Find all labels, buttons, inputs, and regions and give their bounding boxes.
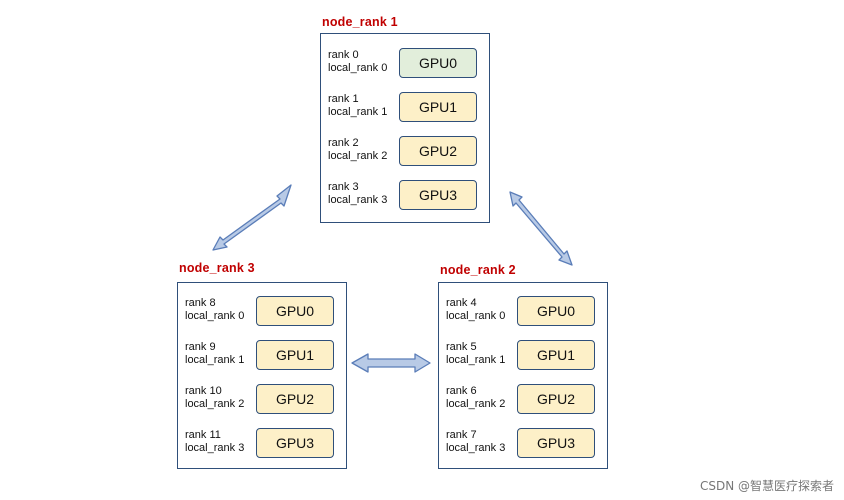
global-rank: rank 9	[185, 341, 216, 353]
arrow-node3-node2	[351, 353, 431, 373]
rank-label: rank 11 local_rank 3	[185, 429, 244, 455]
node-title-2: node_rank 2	[440, 263, 516, 277]
arrow-node1-node2	[509, 191, 573, 266]
gpu-box: GPU3	[256, 428, 334, 458]
rank-label: rank 7 local_rank 3	[446, 429, 505, 455]
local-rank: local_rank 3	[328, 194, 388, 206]
node-box-2: rank 4 local_rank 0 GPU0 rank 5 local_ra…	[438, 282, 608, 469]
rank-label: rank 0 local_rank 0	[328, 49, 387, 75]
local-rank: local_rank 0	[185, 310, 245, 322]
gpu-row: rank 1 local_rank 1 GPU1	[321, 89, 489, 125]
global-rank: rank 1	[328, 93, 359, 105]
global-rank: rank 5	[446, 341, 477, 353]
local-rank: local_rank 0	[328, 62, 388, 74]
gpu-box: GPU3	[517, 428, 595, 458]
rank-label: rank 8 local_rank 0	[185, 297, 244, 323]
local-rank: local_rank 1	[446, 354, 506, 366]
gpu-box: GPU2	[256, 384, 334, 414]
global-rank: rank 6	[446, 385, 477, 397]
rank-label: rank 3 local_rank 3	[328, 181, 387, 207]
gpu-row: rank 0 local_rank 0 GPU0	[321, 45, 489, 81]
gpu-row: rank 4 local_rank 0 GPU0	[439, 293, 607, 329]
rank-label: rank 6 local_rank 2	[446, 385, 505, 411]
gpu-row: rank 8 local_rank 0 GPU0	[178, 293, 346, 329]
local-rank: local_rank 3	[446, 442, 506, 454]
local-rank: local_rank 1	[185, 354, 245, 366]
gpu-row: rank 6 local_rank 2 GPU2	[439, 381, 607, 417]
rank-label: rank 10 local_rank 2	[185, 385, 244, 411]
gpu-row: rank 2 local_rank 2 GPU2	[321, 133, 489, 169]
global-rank: rank 3	[328, 181, 359, 193]
gpu-box: GPU0	[256, 296, 334, 326]
global-rank: rank 0	[328, 49, 359, 61]
global-rank: rank 4	[446, 297, 477, 309]
local-rank: local_rank 2	[328, 150, 388, 162]
gpu-box: GPU0	[399, 48, 477, 78]
rank-label: rank 4 local_rank 0	[446, 297, 505, 323]
rank-label: rank 9 local_rank 1	[185, 341, 244, 367]
gpu-box: GPU2	[517, 384, 595, 414]
global-rank: rank 2	[328, 137, 359, 149]
gpu-row: rank 11 local_rank 3 GPU3	[178, 425, 346, 461]
local-rank: local_rank 2	[446, 398, 506, 410]
gpu-box: GPU0	[517, 296, 595, 326]
rank-label: rank 5 local_rank 1	[446, 341, 505, 367]
node-box-1: rank 0 local_rank 0 GPU0 rank 1 local_ra…	[320, 33, 490, 223]
node-title-3: node_rank 3	[179, 261, 255, 275]
global-rank: rank 7	[446, 429, 477, 441]
watermark: CSDN @智慧医疗探索者	[699, 479, 834, 493]
gpu-row: rank 7 local_rank 3 GPU3	[439, 425, 607, 461]
local-rank: local_rank 0	[446, 310, 506, 322]
gpu-row: rank 9 local_rank 1 GPU1	[178, 337, 346, 373]
arrow-node1-node3	[212, 184, 292, 251]
gpu-row: rank 10 local_rank 2 GPU2	[178, 381, 346, 417]
gpu-box: GPU1	[517, 340, 595, 370]
local-rank: local_rank 2	[185, 398, 245, 410]
gpu-box: GPU1	[399, 92, 477, 122]
gpu-box: GPU2	[399, 136, 477, 166]
node-title-1: node_rank 1	[322, 15, 398, 29]
local-rank: local_rank 1	[328, 106, 388, 118]
local-rank: local_rank 3	[185, 442, 245, 454]
rank-label: rank 2 local_rank 2	[328, 137, 387, 163]
gpu-row: rank 5 local_rank 1 GPU1	[439, 337, 607, 373]
gpu-box: GPU1	[256, 340, 334, 370]
rank-label: rank 1 local_rank 1	[328, 93, 387, 119]
global-rank: rank 10	[185, 385, 222, 397]
global-rank: rank 8	[185, 297, 216, 309]
node-box-3: rank 8 local_rank 0 GPU0 rank 9 local_ra…	[177, 282, 347, 469]
gpu-row: rank 3 local_rank 3 GPU3	[321, 177, 489, 213]
global-rank: rank 11	[185, 429, 221, 441]
gpu-box: GPU3	[399, 180, 477, 210]
